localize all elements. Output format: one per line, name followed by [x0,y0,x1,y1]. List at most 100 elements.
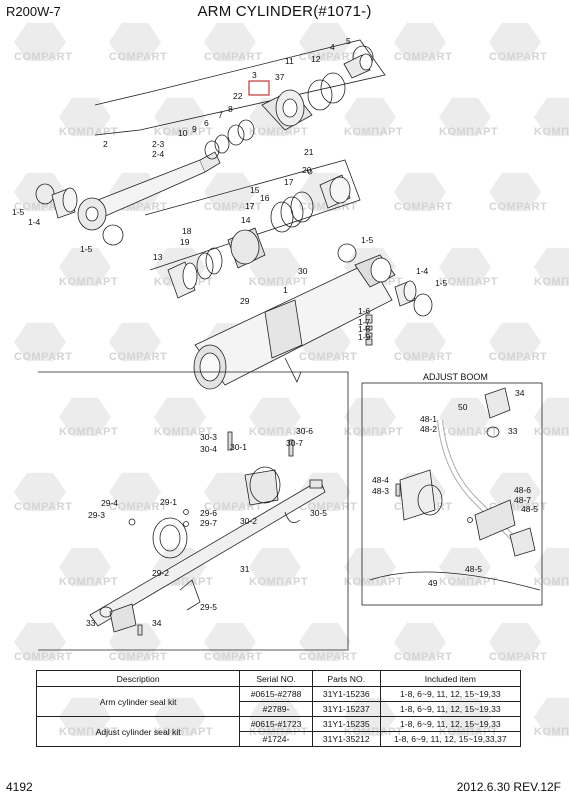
page-title: ARM CYLINDER(#1071-) [197,3,372,20]
lower-section-outline [38,371,349,651]
watermark-text: COMPART [14,651,72,663]
table-row: #1724- 31Y1-35212 1-8, 6~9, 11, 12, 15~1… [37,731,522,747]
parts-no: 31Y1-15237 [311,701,381,717]
part-label: 29-1 [160,497,177,507]
watermark-hexagon [14,472,66,512]
watermark-hexagon [59,247,111,287]
watermark-text: COMPART [204,501,262,513]
part-label: 1-5 [361,235,374,245]
serial-no: #2789- [239,701,313,717]
watermark-hexagon [59,97,111,137]
watermark-text: KOMПAPT [249,126,308,138]
column-header: Parts NO. [311,670,381,687]
watermark-hexagon [14,322,66,362]
part-label: 29-6 [200,508,217,518]
watermark-text: COMPART [204,201,262,213]
watermark-hexagon [394,172,446,212]
adjust-boom-assembly [369,387,541,591]
watermark-text: COMPART [394,201,452,213]
parts-no: 31Y1-35212 [311,731,381,747]
watermark-text: COMPART [109,501,167,513]
watermark-hexagon [204,22,256,62]
part-label: 30-7 [286,438,303,448]
watermark-text: COMPART [489,651,547,663]
part-label: 8 [228,104,233,114]
table-row: Adjust cylinder seal kit #0615-#1723 31Y… [35,716,522,747]
watermark-hexagon [344,397,396,437]
watermark-text: KOMПAPT [534,576,569,588]
part-label: 34 [152,618,162,628]
watermark-text: KOMПAPT [249,276,308,288]
watermark-text: KOMПAPT [344,126,403,138]
part-label: 1-7 [358,317,371,327]
watermark-text: COMPART [14,51,72,63]
part-label: 10 [178,128,188,138]
watermark-hexagon [14,22,66,62]
watermark-hexagon [249,397,301,437]
watermark-text: COMPART [394,651,452,663]
part-label: 14 [241,215,251,225]
included-items: 1-8, 6~9, 11, 12, 15~19,33,37 [379,731,522,747]
watermark-hexagon [14,172,66,212]
part-label: 1-9 [358,332,371,342]
cylinder-gland [261,89,313,131]
column-header: Description [35,670,241,687]
watermark-text: KOMПAPT [249,426,308,438]
watermark-hexagon [299,622,351,662]
part-label: 17 [284,177,294,187]
watermark-hexagon [394,22,446,62]
watermark-text: KOMПAPT [344,426,403,438]
part-label: 30-3 [200,432,217,442]
part-label: 1 [283,285,288,295]
adjust-boom-part-label: 49 [428,578,438,588]
part-label: 33 [86,618,96,628]
bushing [343,53,373,79]
watermark-text: KOMПAPT [534,426,569,438]
adjust-boom-part-label: 48-2 [420,424,437,434]
part-label: 2-3 [152,139,165,149]
seal-kit-table: Description Serial NO. Parts NO. Include… [35,670,522,747]
watermark-hexagon [204,472,256,512]
watermark-text: COMPART [394,351,452,363]
watermark-hexagon [154,397,206,437]
revision-date: 2012.6.30 REV.12F [456,780,561,794]
watermark-hexagon [534,697,569,737]
watermark-text: COMPART [299,51,357,63]
part-label: 2 [103,139,108,149]
part-label: 9 [192,124,197,134]
watermark-text: COMPART [204,51,262,63]
adjust-boom-frame [361,382,543,606]
part-label: 16 [260,193,270,203]
adjust-boom-part-label: 48-5 [521,504,538,514]
watermark-hexagon [249,547,301,587]
grease-fitting [365,314,373,346]
highlight-box-part-3 [248,80,270,96]
watermark-text: KOMПAPT [344,576,403,588]
part-label: 17 [245,201,255,211]
part-label: 11 [285,56,294,66]
watermark-text: COMPART [109,51,167,63]
watermark-text: COMPART [489,51,547,63]
serial-no: #0615-#1723 [239,716,313,732]
part-label: 4 [330,42,335,52]
part-label: 1-5 [435,278,448,288]
part-label: 18 [182,226,192,236]
watermark-hexagon [489,22,541,62]
part-label: 31 [240,564,250,574]
watermark-text: KOMПAPT [59,126,118,138]
part-label: 1-8 [358,324,371,334]
adjust-boom-part-label: 48-4 [372,475,389,485]
adjust-boom-part-label: 33 [508,426,518,436]
watermark-text: KOMПAPT [154,426,213,438]
part-label: 1-5 [80,244,93,254]
watermark-text: KOMПAPT [439,276,498,288]
watermark-hexagon [204,622,256,662]
part-label: 29-7 [200,518,217,528]
piston-rod [77,151,221,231]
watermark-hexagon [439,397,491,437]
table-row: Arm cylinder seal kit #0615-#2788 31Y1-1… [35,686,522,717]
watermark-hexagon [439,247,491,287]
watermark-text: KOMПAPT [439,426,498,438]
